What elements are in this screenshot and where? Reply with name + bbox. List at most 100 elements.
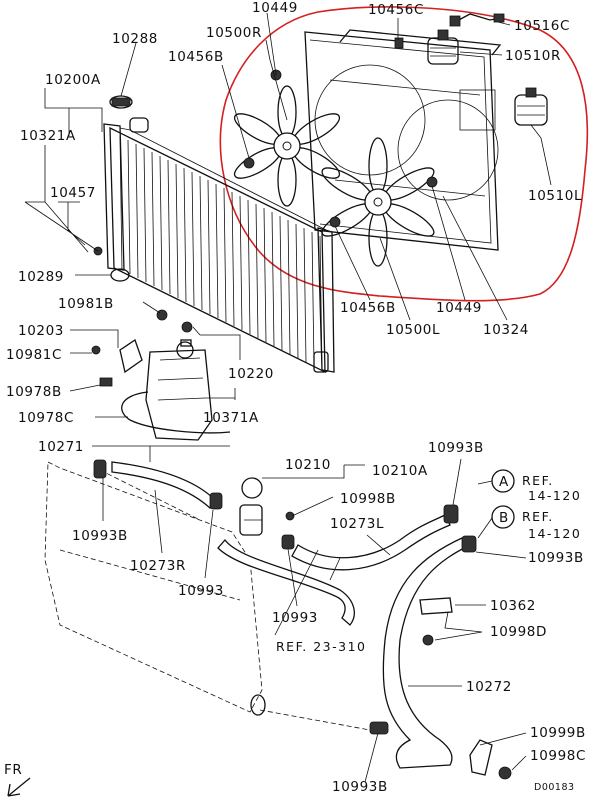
label-10288: 10288 xyxy=(112,31,158,47)
bolt-10998c xyxy=(498,766,512,780)
left-fan-blade xyxy=(321,137,435,267)
label-10362: 10362 xyxy=(490,598,536,614)
radiator-fin-line xyxy=(175,163,179,299)
drawing-code: D00183 xyxy=(534,782,575,793)
engine-outline xyxy=(44,461,263,713)
radiator-fin-line xyxy=(119,135,123,271)
label-10449-bot: 10449 xyxy=(436,300,482,316)
leader-lines xyxy=(24,12,552,783)
radiator-fin-line xyxy=(279,215,283,351)
radiator-fin-line xyxy=(311,231,315,367)
radiator-fin-line xyxy=(135,143,139,279)
orientation-label: FR xyxy=(4,762,22,778)
radiator-fin-line xyxy=(167,159,171,295)
radiator-fin-line xyxy=(255,203,259,339)
label-10449-top: 10449 xyxy=(252,0,298,16)
ref-a-circle xyxy=(491,469,515,493)
ref-b-page: 14-120 xyxy=(528,526,581,541)
label-10993b-c: 10993B xyxy=(528,550,584,566)
bolt-10998d xyxy=(422,634,434,646)
front-arrow-icon xyxy=(7,777,31,797)
label-10456b-top: 10456B xyxy=(168,49,224,65)
radiator-fin-line xyxy=(159,155,163,291)
hose-clamp-upper xyxy=(93,459,107,479)
label-10210: 10210 xyxy=(285,457,331,473)
label-10289: 10289 xyxy=(18,269,64,285)
label-10978b: 10978B xyxy=(6,384,62,400)
fan-motor-left xyxy=(514,87,548,126)
label-10220: 10220 xyxy=(228,366,274,382)
radiator-fin-line xyxy=(263,207,267,343)
label-10981b: 10981B xyxy=(58,296,114,312)
radiator-core xyxy=(103,117,335,374)
ref-a-marker: A xyxy=(499,474,509,490)
label-10993-b: 10993 xyxy=(272,610,318,626)
label-10272: 10272 xyxy=(466,679,512,695)
ref-b-text: REF. xyxy=(522,509,554,524)
label-10203: 10203 xyxy=(18,323,64,339)
clip-10456c xyxy=(394,37,404,49)
reserve-tank xyxy=(145,339,213,441)
label-10500l: 10500L xyxy=(386,322,440,338)
label-10273r: 10273R xyxy=(130,558,186,574)
radiator-fin-line xyxy=(215,183,219,319)
radiator-fin-line xyxy=(287,219,291,355)
right-fan-blade xyxy=(233,85,341,207)
ref-b-circle xyxy=(491,505,515,529)
radiator-fin-line xyxy=(239,195,243,331)
label-10271: 10271 xyxy=(38,439,84,455)
label-10998d: 10998D xyxy=(490,624,547,640)
overflow-hose xyxy=(121,391,231,434)
label-10998c: 10998C xyxy=(530,748,586,764)
label-10273l: 10273L xyxy=(330,516,384,532)
radiator-fin-line xyxy=(143,147,147,283)
label-10999b: 10999B xyxy=(530,725,586,741)
label-10321a: 10321A xyxy=(20,128,76,144)
radiator-fins xyxy=(119,135,323,371)
ref-a-page: 14-120 xyxy=(528,488,581,503)
radiator-cap xyxy=(109,95,133,109)
lower-hose-10272 xyxy=(382,537,472,769)
lower-hose-10273l xyxy=(291,514,451,571)
upper-hose xyxy=(111,461,216,510)
radiator-fin-line xyxy=(207,179,211,315)
label-10993b-d: 10993B xyxy=(332,779,388,795)
label-10993b-a: 10993B xyxy=(72,528,128,544)
fan-motor-right xyxy=(427,29,459,65)
label-10371a: 10371A xyxy=(203,410,259,426)
label-10456b-bot: 10456B xyxy=(340,300,396,316)
radiator-fin-line xyxy=(271,211,275,347)
reference-labels: A REF. 14-120 B REF. 14-120 REF. 23-310 xyxy=(276,473,581,654)
radiator-fin-line xyxy=(231,191,235,327)
label-10500r: 10500R xyxy=(206,25,262,41)
ref-a-text: REF. xyxy=(522,473,554,488)
ref-23-310: REF. 23-310 xyxy=(276,639,367,654)
label-10510r: 10510R xyxy=(505,48,561,64)
label-10510l: 10510L xyxy=(528,188,582,204)
label-10993b-b: 10993B xyxy=(428,440,484,456)
label-10457: 10457 xyxy=(50,185,96,201)
radiator-fin-line xyxy=(319,235,323,371)
label-10978c: 10978C xyxy=(18,410,74,426)
radiator-fin-line xyxy=(151,151,155,287)
label-10993-a: 10993 xyxy=(178,583,224,599)
label-10324: 10324 xyxy=(483,322,529,338)
hose-clamp-10362 xyxy=(419,597,453,615)
label-10981c: 10981C xyxy=(6,347,62,363)
thermostat-housing xyxy=(239,477,263,536)
label-10456c: 10456C xyxy=(368,2,424,18)
radiator-fin-line xyxy=(247,199,251,335)
bypass-hose xyxy=(217,538,355,626)
radiator-fin-line xyxy=(295,223,299,359)
label-10998b: 10998B xyxy=(340,491,396,507)
radiator-fin-line xyxy=(199,175,203,311)
bracket xyxy=(119,338,143,374)
radiator-fin-line xyxy=(223,187,227,323)
label-10210a: 10210A xyxy=(372,463,428,479)
ref-b-marker: B xyxy=(499,510,509,526)
callout-labels: 10288 10200A 10321A 10457 10289 10981B 1… xyxy=(6,0,586,795)
thermostat-bolt xyxy=(285,511,295,521)
radiator-fin-line xyxy=(183,167,187,303)
label-10200a: 10200A xyxy=(45,72,101,88)
